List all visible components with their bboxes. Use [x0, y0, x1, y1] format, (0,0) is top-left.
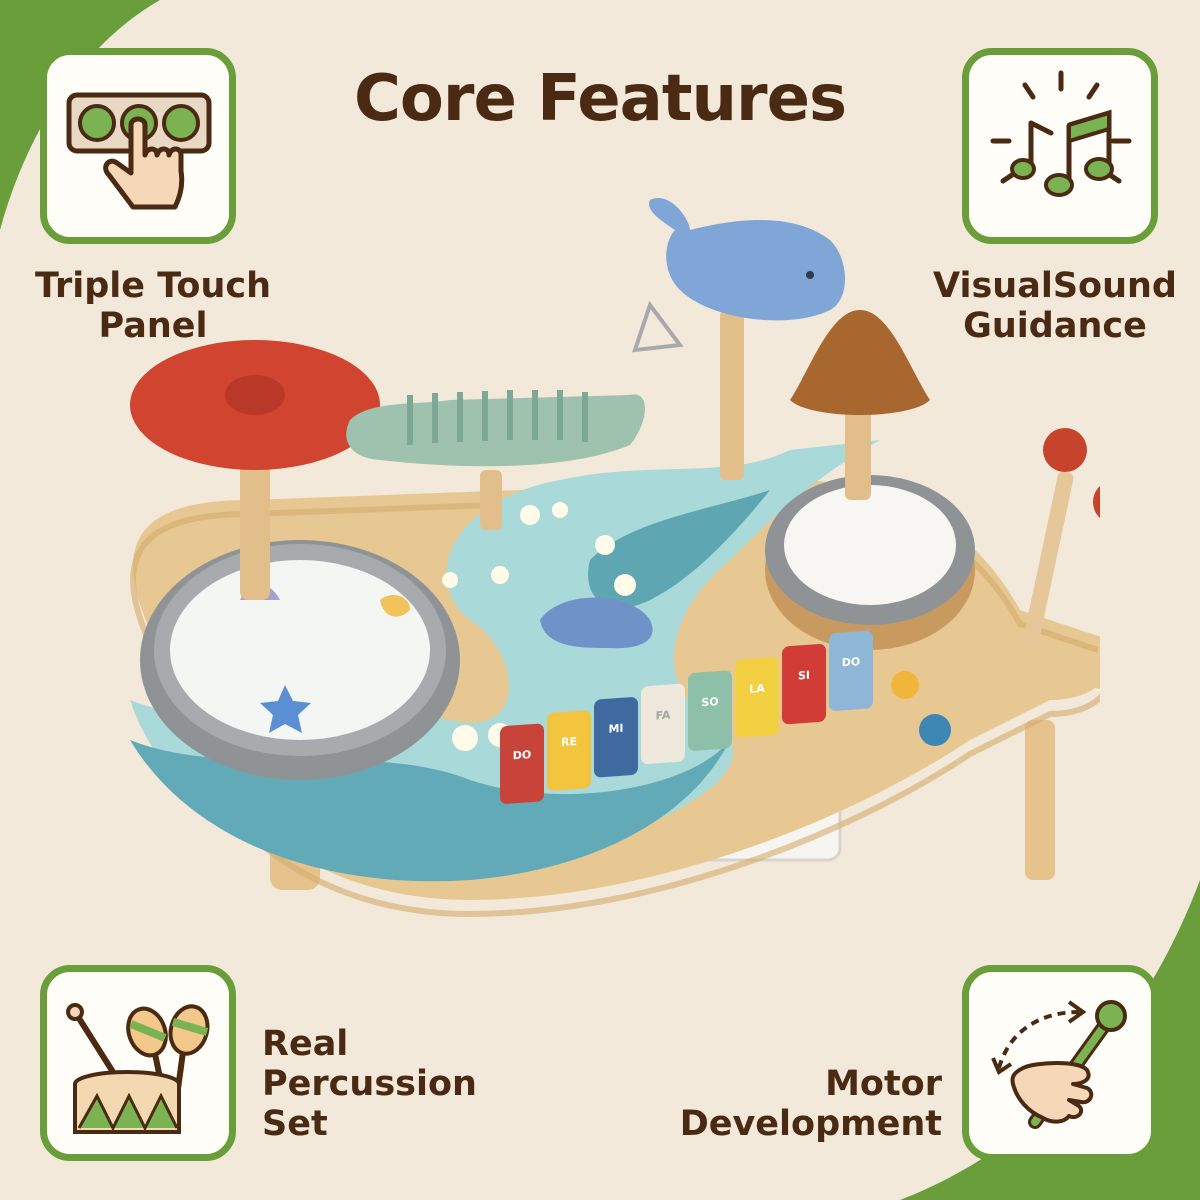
- piano-key-label: DO: [513, 748, 531, 762]
- feature-card-visualsound: [962, 48, 1158, 244]
- touch-panel-icon: [66, 92, 212, 210]
- piano-key-label: LA: [749, 682, 765, 696]
- feature-label-visualsound: VisualSound Guidance: [933, 266, 1177, 346]
- piano-key-label: DO: [842, 655, 860, 669]
- piano-key-label: RE: [561, 735, 577, 749]
- mallet[interactable]: [1093, 480, 1100, 524]
- piano-key[interactable]: [547, 710, 591, 791]
- piano-key-label: SO: [701, 695, 718, 709]
- piano-key[interactable]: [829, 630, 873, 711]
- feature-card-triple-touch: [40, 48, 236, 244]
- piano-key-label: SI: [798, 669, 810, 683]
- volume-knob[interactable]: [891, 671, 919, 699]
- triangle-instrument[interactable]: [632, 300, 684, 353]
- crocodile-guiro[interactable]: [346, 394, 645, 467]
- table-leg: [1025, 720, 1055, 880]
- page-title: Core Features: [353, 62, 847, 136]
- music-table-toy-illustration: DO RE MI FA SO LA SI DO: [130, 197, 1100, 918]
- piano-key-label: FA: [656, 708, 671, 722]
- music-notes-icon: [990, 70, 1132, 197]
- feature-label-motor: Motor Development: [679, 1064, 942, 1144]
- whale-block[interactable]: [649, 197, 845, 321]
- feature-label-percussion: Real Percussion Set: [262, 1024, 477, 1144]
- piano-key[interactable]: [641, 683, 685, 764]
- piano-key[interactable]: [500, 723, 544, 804]
- octopus-bell[interactable]: [790, 310, 930, 415]
- mode-knob[interactable]: [919, 714, 951, 746]
- feature-card-motor: [962, 965, 1158, 1161]
- piano-key[interactable]: [594, 697, 638, 778]
- piano-key[interactable]: [735, 657, 779, 738]
- feature-label-triple-touch: Triple Touch Panel: [34, 266, 272, 346]
- mallet[interactable]: [1043, 428, 1087, 472]
- drumstick-hand-icon: [991, 1000, 1127, 1129]
- whale-puzzle[interactable]: [540, 597, 653, 649]
- piano-key[interactable]: [688, 670, 732, 751]
- piano-key[interactable]: [782, 644, 826, 725]
- feature-card-percussion: [40, 965, 236, 1161]
- piano-key-label: MI: [608, 722, 623, 736]
- piano-keyboard: DO RE MI FA SO LA SI DO: [500, 630, 873, 804]
- drum-maracas-icon: [66, 1003, 210, 1134]
